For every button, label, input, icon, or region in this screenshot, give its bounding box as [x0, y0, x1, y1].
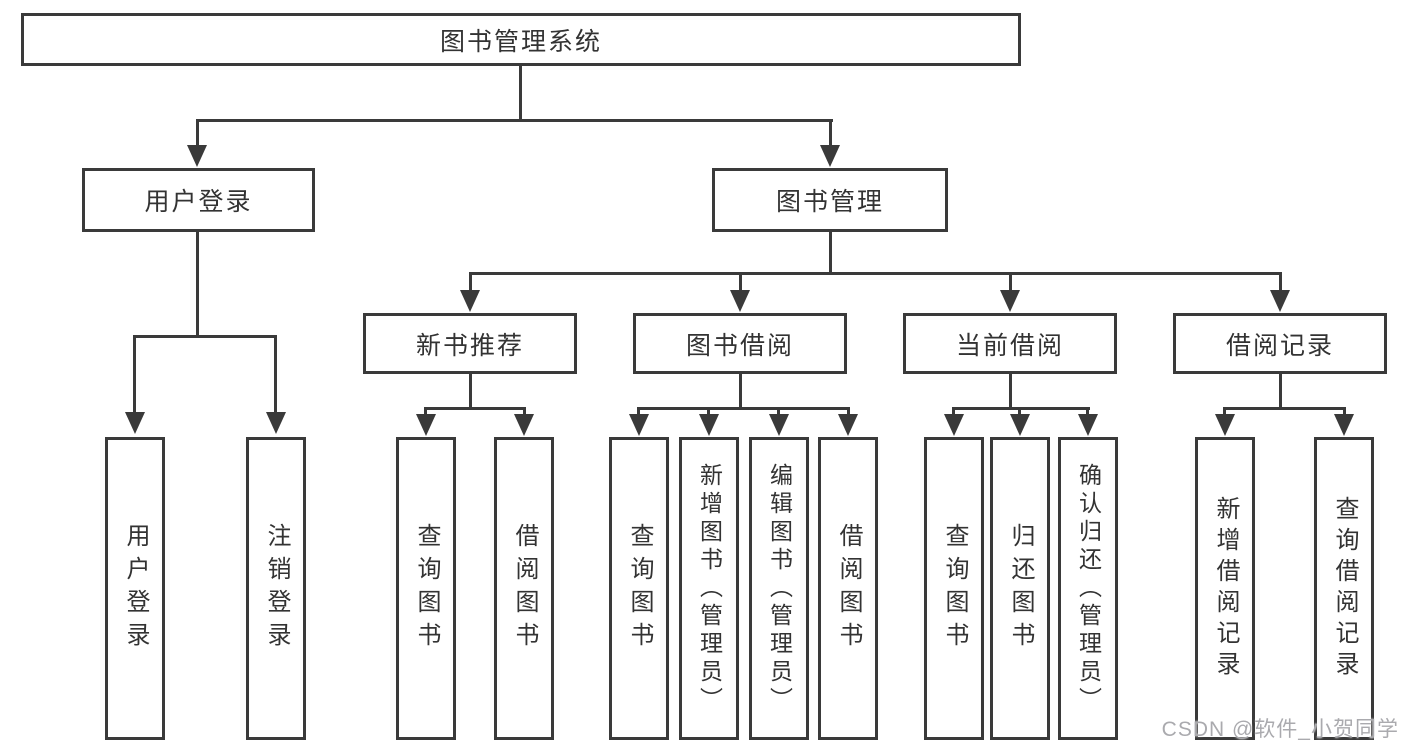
connector-line [274, 335, 277, 413]
connector-line [739, 374, 742, 410]
arrow-down-icon [125, 412, 145, 434]
leaf-add-borrow-record: 新增借阅记录 [1195, 437, 1255, 740]
connector-line [1009, 272, 1012, 292]
node-library-management-system: 图书管理系统 [21, 13, 1021, 66]
connector-line [952, 407, 955, 415]
arrow-down-icon [1078, 414, 1098, 436]
connector-line [1223, 407, 1226, 415]
arrow-down-icon [460, 290, 480, 312]
arrow-down-icon [699, 414, 719, 436]
connector-line [829, 232, 832, 275]
node-label: 归还图书 [1007, 522, 1034, 655]
csdn-watermark: CSDN @软件_小贺同学 [1161, 718, 1399, 741]
node-label: 查询图书 [413, 522, 440, 655]
node-label: 注销登录 [263, 522, 290, 655]
node-new-book-recommend: 新书推荐 [363, 313, 577, 374]
arrow-down-icon [730, 290, 750, 312]
connector-line [424, 407, 427, 415]
connector-line [519, 66, 522, 122]
leaf-edit-books-admin: 编辑图书（管理员） [749, 437, 809, 740]
arrow-down-icon [1334, 414, 1354, 436]
node-label: 查询图书 [941, 522, 968, 655]
arrow-down-icon [1270, 290, 1290, 312]
node-label: 查询图书 [626, 522, 653, 655]
node-label: 借阅图书 [511, 522, 538, 655]
connector-line [637, 407, 850, 410]
arrow-down-icon [187, 145, 207, 167]
connector-line [469, 272, 1282, 275]
arrow-down-icon [1215, 414, 1235, 436]
leaf-confirm-return-admin: 确认归还（管理员） [1058, 437, 1118, 740]
node-label: 借阅图书 [835, 522, 862, 655]
connector-line [196, 119, 833, 122]
connector-line [707, 407, 710, 415]
connector-line [523, 407, 526, 415]
node-label: 新增借阅记录 [1212, 495, 1239, 682]
leaf-user-login: 用户登录 [105, 437, 165, 740]
connector-line [1279, 374, 1282, 410]
arrow-down-icon [266, 412, 286, 434]
connector-line [1086, 407, 1089, 415]
node-label: 查询借阅记录 [1331, 495, 1358, 682]
connector-line [133, 335, 277, 338]
connector-line [1279, 272, 1282, 292]
connector-line [469, 272, 472, 292]
connector-line [1343, 407, 1346, 415]
leaf-logout: 注销登录 [246, 437, 306, 740]
arrow-down-icon [1010, 414, 1030, 436]
arrow-down-icon [514, 414, 534, 436]
connector-line [133, 335, 136, 413]
node-label: 当前借阅 [955, 331, 1064, 360]
connector-line [196, 232, 199, 338]
node-label: 编辑图书（管理员） [766, 462, 793, 715]
leaf-query-books-current: 查询图书 [924, 437, 984, 740]
arrow-down-icon [838, 414, 858, 436]
node-label: 确认归还（管理员） [1075, 462, 1102, 715]
arrow-down-icon [769, 414, 789, 436]
connector-line [196, 119, 199, 147]
node-label: 图书借阅 [685, 331, 794, 360]
node-current-borrow: 当前借阅 [903, 313, 1117, 374]
connector-line [952, 407, 1090, 410]
node-label: 用户登录 [144, 188, 253, 216]
leaf-query-books-recommend: 查询图书 [396, 437, 456, 740]
node-book-borrow: 图书借阅 [633, 313, 847, 374]
leaf-return-books: 归还图书 [990, 437, 1050, 740]
arrow-down-icon [820, 145, 840, 167]
connector-line [829, 119, 832, 147]
connector-line [424, 407, 526, 410]
connector-line [777, 407, 780, 415]
connector-line [637, 407, 640, 415]
arrow-down-icon [1000, 290, 1020, 312]
node-book-management: 图书管理 [712, 168, 948, 232]
connector-line [469, 374, 472, 410]
node-label: 图书管理 [775, 188, 884, 216]
connector-line [1018, 407, 1021, 415]
leaf-query-books: 查询图书 [609, 437, 669, 740]
node-borrow-records: 借阅记录 [1173, 313, 1387, 374]
node-label: 借阅记录 [1225, 331, 1334, 360]
arrow-down-icon [416, 414, 436, 436]
node-label: 新书推荐 [415, 331, 524, 360]
connector-line [847, 407, 850, 415]
connector-line [739, 272, 742, 292]
leaf-borrow-books-recommend: 借阅图书 [494, 437, 554, 740]
node-user-login: 用户登录 [82, 168, 315, 232]
connector-line [1009, 374, 1012, 410]
leaf-query-borrow-record: 查询借阅记录 [1314, 437, 1374, 740]
node-label: 新增图书（管理员） [696, 462, 723, 715]
leaf-add-books-admin: 新增图书（管理员） [679, 437, 739, 740]
arrow-down-icon [629, 414, 649, 436]
arrow-down-icon [944, 414, 964, 436]
connector-line [1223, 407, 1346, 410]
node-label: 用户登录 [122, 522, 149, 655]
node-label: 图书管理系统 [439, 27, 602, 56]
leaf-borrow-books: 借阅图书 [818, 437, 878, 740]
